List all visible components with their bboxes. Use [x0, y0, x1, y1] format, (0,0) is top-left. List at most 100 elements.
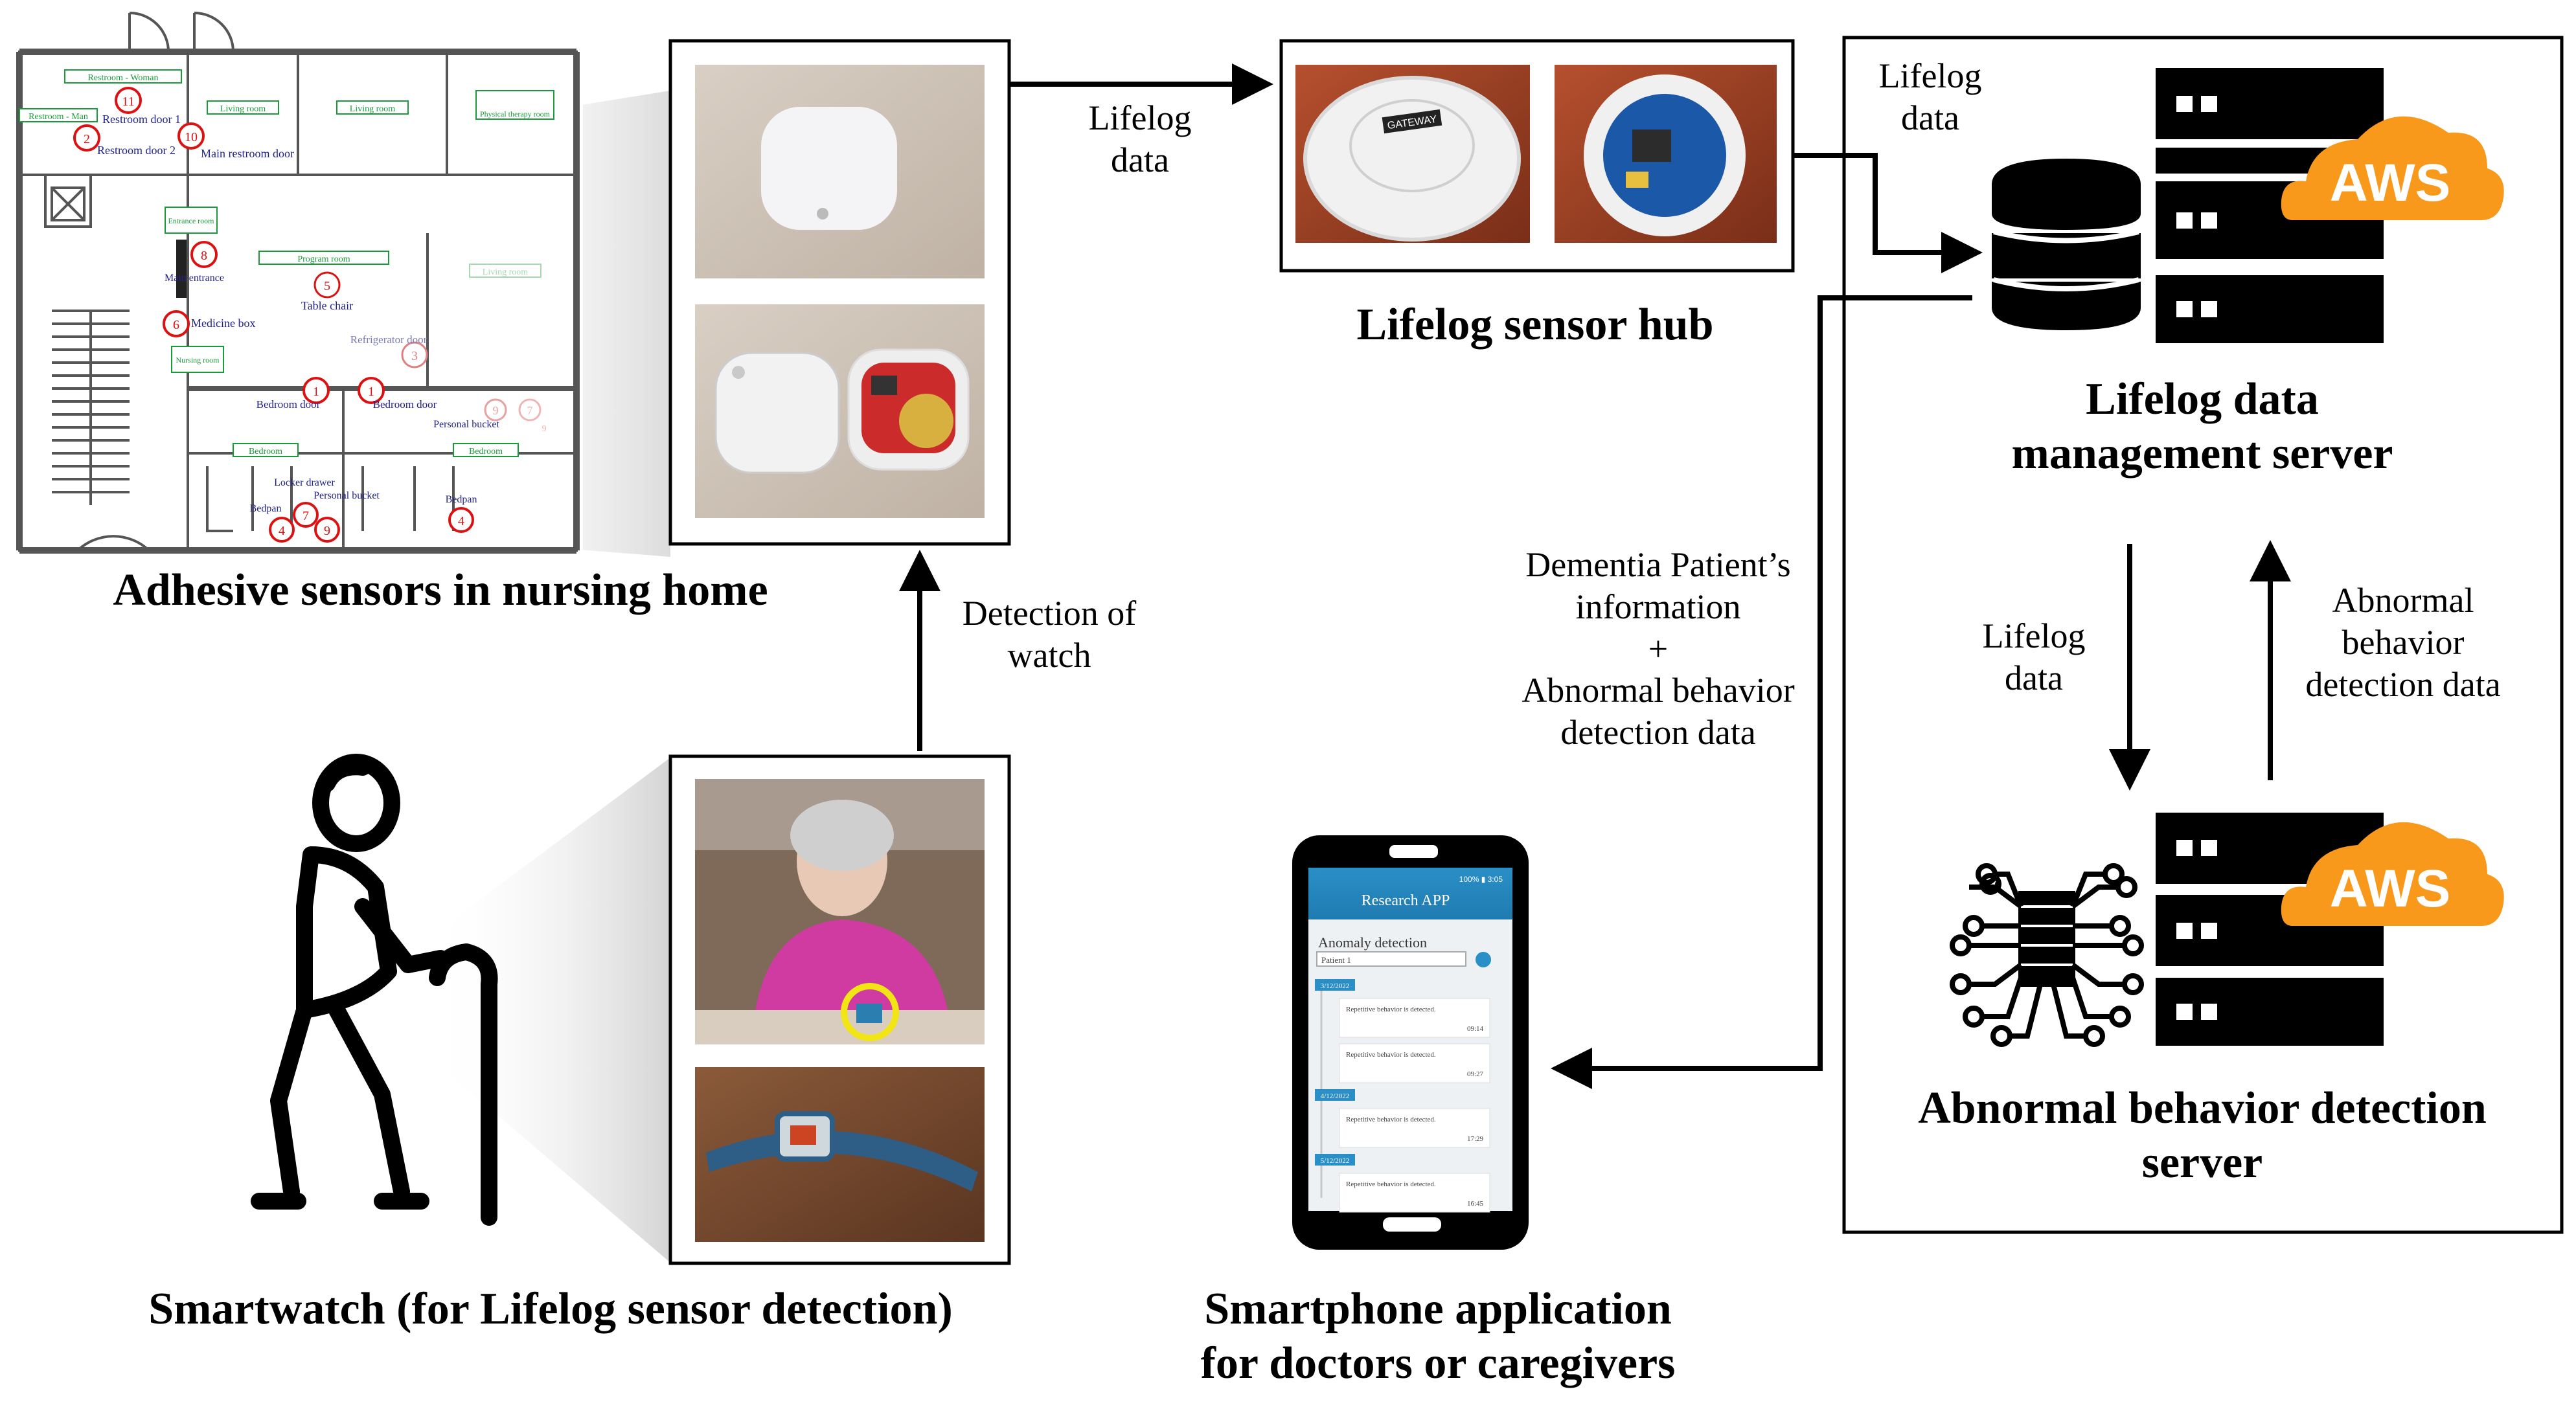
svg-text:9: 9 — [324, 524, 330, 538]
sensor-4a: 4 Bedpan — [250, 503, 295, 543]
flow-label-line: Detection of — [962, 594, 1137, 633]
app-patient-select[interactable]: Patient 1 — [1321, 955, 1351, 965]
app-alert-text: Repetitive behavior is detected. — [1346, 1180, 1436, 1188]
sensor-1b: 1 Bedroom door — [358, 377, 437, 411]
svg-text:Bedpan: Bedpan — [446, 494, 477, 505]
svg-text:Personal bucket: Personal bucket — [433, 419, 499, 430]
flow-detector-to-server: Abnormal behavior detection data — [2274, 580, 2533, 705]
server-rack-icon-2 — [2156, 813, 2384, 1046]
svg-text:2: 2 — [84, 132, 90, 146]
flow-label-line: data — [1901, 98, 1959, 137]
app-alert-card[interactable] — [1339, 1043, 1490, 1083]
smartphone: 100% ▮ 3:05 Research APP Anomaly detecti… — [1292, 835, 1529, 1250]
svg-text:Restroom door 2: Restroom door 2 — [97, 144, 176, 157]
floorplan: Restroom - Woman Restroom - Man Living r… — [13, 12, 670, 557]
flow-label-line: information — [1575, 587, 1741, 626]
svg-text:Bedroom door: Bedroom door — [373, 398, 437, 411]
caption-line: Smartphone application — [1204, 1284, 1672, 1334]
svg-text:Restroom door 1: Restroom door 1 — [102, 113, 181, 126]
room-physical-therapy: Physical therapy room — [480, 109, 551, 118]
room-entrance: Entrance room — [168, 216, 215, 225]
ai-network-icon — [1950, 863, 2144, 1047]
flow-label-line: behavior — [2342, 622, 2465, 662]
room-living-1: Living room — [220, 104, 266, 114]
room-restroom-man: Restroom - Man — [28, 112, 88, 122]
flow-server-to-app: Dementia Patient’s information + Abnorma… — [1490, 544, 1827, 754]
sensor-7: 7 Locker drawer — [274, 477, 336, 528]
svg-text:4: 4 — [458, 514, 464, 528]
sensor-11: 11 Restroom door 1 — [102, 87, 181, 126]
flow-label-line: Lifelog — [1878, 56, 1982, 95]
svg-text:11: 11 — [122, 95, 134, 109]
sensor-9c-faded: 9 — [542, 424, 547, 434]
app-caption: Smartphone application for doctors or ca… — [1153, 1282, 1723, 1391]
svg-text:Personal bucket: Personal bucket — [313, 490, 380, 501]
app-status-bar: 100% ▮ 3:05 — [1459, 875, 1503, 884]
app-date-badge — [1315, 979, 1355, 991]
aws-cloud-icon-2: AWS — [2281, 822, 2504, 926]
flow-hub-to-server: Lifelog data — [1852, 55, 2008, 139]
room-bedroom-1: Bedroom — [249, 447, 282, 457]
flow-label-line: Lifelog — [1088, 98, 1192, 137]
flow-label-line: detection data — [1560, 713, 1756, 752]
flow-label-line: Lifelog — [1982, 616, 2086, 655]
app-alert-text: Repetitive behavior is detected. — [1346, 1051, 1436, 1059]
svg-text:8: 8 — [201, 249, 207, 263]
room-nursing: Nursing room — [176, 355, 220, 365]
flow-label-line: data — [1111, 140, 1169, 179]
svg-text:6: 6 — [173, 318, 179, 332]
svg-text:Bedpan: Bedpan — [250, 503, 282, 514]
room-program: Program room — [297, 254, 350, 264]
flow-arrows — [899, 63, 2291, 1089]
room-living-3: Living room — [483, 267, 528, 277]
flow-label-line: watch — [1007, 635, 1091, 675]
room-living-2: Living room — [350, 104, 395, 114]
sensor-6: 6 Medicine box — [163, 310, 255, 337]
app-alert-time: 17:29 — [1467, 1135, 1484, 1143]
floorplan-caption: Adhesive sensors in nursing home — [113, 565, 768, 615]
hub-caption: Lifelog sensor hub — [1356, 300, 1714, 350]
caption-line: server — [2141, 1138, 2263, 1188]
svg-text:Refrigerator door: Refrigerator door — [350, 333, 427, 346]
sensor-10: 10 Main restroom door — [177, 122, 294, 160]
caption-line: management server — [2011, 429, 2393, 479]
sensor-2: 2 Restroom door 2 — [73, 124, 176, 157]
data-server-caption: Lifelog data management server — [1878, 372, 2526, 481]
app-alert-card[interactable] — [1339, 1108, 1490, 1148]
app-date-label: 5/12/2022 — [1321, 1157, 1350, 1165]
flow-watch-detection: Detection of watch — [926, 592, 1172, 677]
svg-text:Main restroom door: Main restroom door — [201, 147, 294, 160]
sensor-3: 3 Refrigerator door — [350, 333, 428, 368]
svg-text:1: 1 — [313, 385, 319, 399]
smartwatch-photos — [427, 754, 1011, 1265]
cloud-box — [1842, 36, 2564, 1234]
app-alert-text: Repetitive behavior is detected. — [1346, 1116, 1436, 1123]
flow-label-line: data — [2005, 658, 2063, 697]
flow-label-line: Abnormal — [2332, 581, 2474, 620]
app-alert-text: Repetitive behavior is detected. — [1346, 1006, 1436, 1013]
caption-line: Abnormal behavior detection — [1918, 1083, 2487, 1133]
sensor-hub: GATEWAY — [1279, 39, 1795, 273]
svg-text:9: 9 — [493, 404, 499, 417]
sensor-9b: 9 Personal bucket — [313, 490, 380, 543]
svg-text:Bedroom door: Bedroom door — [256, 398, 321, 411]
aws-badge-1: AWS — [2330, 153, 2451, 212]
flow-label-line: detection data — [2305, 664, 2501, 704]
app-refresh-button[interactable] — [1476, 952, 1491, 967]
app-alert-card[interactable] — [1339, 1173, 1490, 1213]
svg-text:Medicine box: Medicine box — [191, 317, 255, 330]
svg-text:Locker drawer: Locker drawer — [274, 477, 335, 488]
smartwatch-caption: Smartwatch (for Lifelog sensor detection… — [148, 1284, 953, 1334]
app-alert-card[interactable] — [1339, 998, 1490, 1038]
adhesive-sensor-photos — [668, 39, 1011, 546]
app-section-title: Anomaly detection — [1318, 934, 1427, 951]
flow-server-to-detector: Lifelog data — [1956, 615, 2112, 699]
caption-line: for doctors or caregivers — [1200, 1338, 1676, 1388]
app-date-label: 3/12/2022 — [1321, 982, 1350, 990]
aws-badge-2: AWS — [2330, 859, 2451, 918]
app-date-label: 4/12/2022 — [1321, 1092, 1350, 1100]
app-date-badge — [1315, 1154, 1355, 1166]
svg-text:7: 7 — [527, 404, 533, 417]
